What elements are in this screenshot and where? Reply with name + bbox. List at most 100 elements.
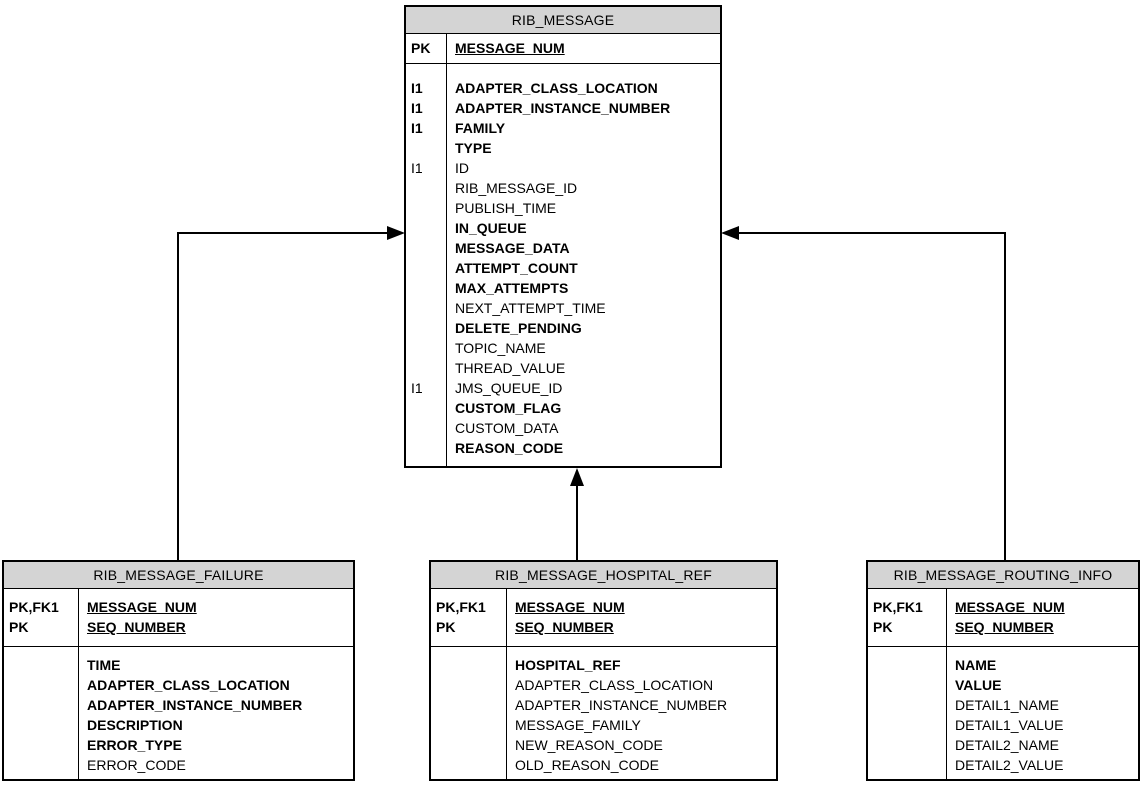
key-label: I1 (411, 380, 423, 396)
table-title: RIB_MESSAGE (406, 7, 720, 34)
key-column (868, 647, 947, 779)
key-label: PK (411, 40, 431, 56)
key-label (411, 418, 446, 438)
key-column (4, 647, 79, 779)
column-name: TYPE (455, 140, 492, 156)
key-label: PK (9, 619, 29, 635)
column-name: DETAIL2_VALUE (955, 757, 1064, 773)
column-name: REASON_CODE (455, 440, 564, 456)
column-name: ADAPTER_INSTANCE_NUMBER (455, 100, 671, 116)
column-name: ERROR_TYPE (87, 737, 182, 753)
column-name: MESSAGE_NUM (515, 599, 625, 615)
key-label (873, 735, 946, 755)
column-name: DELETE_PENDING (455, 320, 582, 336)
column-name: MESSAGE_NUM (87, 599, 197, 615)
name-column: HOSPITAL_REF ADAPTER_CLASS_LOCATION ADAPTE… (507, 647, 776, 779)
key-label (9, 755, 78, 775)
column-name: DESCRIPTION (87, 717, 183, 733)
column-name: MESSAGE_NUM (955, 599, 1065, 615)
name-column: MESSAGE_NUM SEQ_NUMBER (79, 589, 353, 646)
key-label: I1 (411, 80, 423, 96)
column-name: ERROR_CODE (87, 757, 186, 773)
column-name: ID (455, 160, 469, 176)
key-column (431, 647, 507, 779)
name-column: MESSAGE_NUM (447, 34, 720, 63)
key-label (411, 198, 446, 218)
column-name: CUSTOM_FLAG (455, 400, 562, 416)
key-label (411, 438, 446, 458)
key-label (873, 755, 946, 775)
key-label (411, 178, 446, 198)
column-name: ADAPTER_CLASS_LOCATION (455, 80, 658, 96)
column-name: ADAPTER_INSTANCE_NUMBER (87, 697, 303, 713)
key-label (873, 695, 946, 715)
key-label: PK,FK1 (436, 599, 486, 615)
table-title: RIB_MESSAGE_FAILURE (4, 562, 353, 589)
key-label (436, 755, 506, 775)
key-label (411, 218, 446, 238)
column-name: NEW_REASON_CODE (515, 737, 663, 753)
column-name: MESSAGE_DATA (455, 240, 570, 256)
arrowhead-left-icon (721, 226, 739, 240)
key-label (411, 398, 446, 418)
column-name: FAMILY (455, 120, 506, 136)
name-column: ADAPTER_CLASS_LOCATION ADAPTER_INSTANCE_N… (447, 64, 720, 466)
connector-failure-to-message (177, 232, 392, 560)
key-label (873, 715, 946, 735)
column-name: NEXT_ATTEMPT_TIME (455, 300, 606, 316)
key-label (9, 715, 78, 735)
column-name: PUBLISH_TIME (455, 200, 557, 216)
key-label (411, 318, 446, 338)
column-name: HOSPITAL_REF (515, 657, 621, 673)
key-label: I1 (411, 100, 423, 116)
key-label (411, 258, 446, 278)
arrowhead-up-icon (570, 468, 584, 486)
table-title: RIB_MESSAGE_ROUTING_INFO (868, 562, 1138, 589)
key-label: I1 (411, 120, 423, 136)
key-label (411, 358, 446, 378)
key-label: PK,FK1 (873, 599, 923, 615)
key-label (411, 278, 446, 298)
arrowhead-right-icon (387, 226, 405, 240)
key-label (9, 695, 78, 715)
column-name: SEQ_NUMBER (87, 619, 186, 635)
key-label (411, 238, 446, 258)
pk-section: PK MESSAGE_NUM (406, 34, 720, 64)
column-name: DETAIL1_NAME (955, 697, 1059, 713)
key-label (436, 695, 506, 715)
column-name: ATTEMPT_COUNT (455, 260, 578, 276)
table-title: RIB_MESSAGE_HOSPITAL_REF (431, 562, 776, 589)
fields-section: HOSPITAL_REF ADAPTER_CLASS_LOCATION ADAPTE… (431, 647, 776, 779)
column-name: MESSAGE_FAMILY (515, 717, 641, 733)
key-label: PK,FK1 (9, 599, 59, 615)
key-label: PK (873, 619, 893, 635)
key-label (411, 338, 446, 358)
key-label: I1 (411, 160, 423, 176)
key-label (436, 715, 506, 735)
column-name: TOPIC_NAME (455, 340, 546, 356)
key-label (436, 735, 506, 755)
column-name: ADAPTER_INSTANCE_NUMBER (515, 697, 728, 713)
column-name: JMS_QUEUE_ID (455, 380, 563, 396)
key-label (873, 675, 946, 695)
key-label: PK (436, 619, 456, 635)
column-name: DETAIL2_NAME (955, 737, 1059, 753)
column-name: TIME (87, 657, 121, 673)
column-name: ADAPTER_CLASS_LOCATION (515, 677, 714, 693)
key-label (873, 655, 946, 675)
key-label (436, 675, 506, 695)
